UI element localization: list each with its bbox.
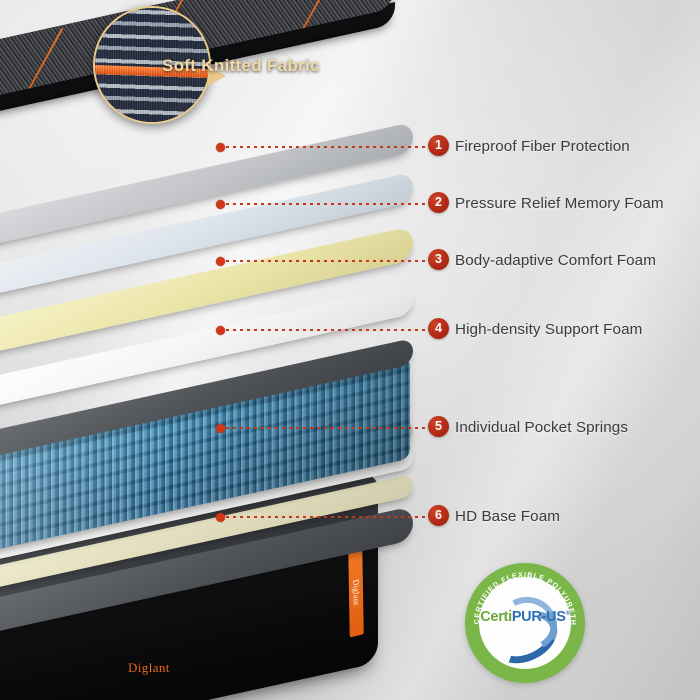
leader-dot-icon — [216, 199, 225, 209]
leader-dashes — [226, 146, 429, 148]
leader-line-6 — [216, 511, 430, 523]
layer-label-6: HD Base Foam — [455, 508, 561, 525]
layer-slab-3-body-adaptive-comfort-foam — [0, 225, 413, 361]
leader-dashes — [226, 329, 429, 331]
layer-badge-5[interactable]: 5 — [428, 416, 449, 437]
leader-dot-icon — [216, 256, 225, 266]
layer-label-5: Individual Pocket Springs — [455, 419, 629, 436]
layer-badge-1[interactable]: 1 — [428, 135, 449, 156]
soft-knitted-fabric-caption: Soft Knitted Fabric — [162, 56, 320, 75]
leader-dashes — [226, 427, 429, 429]
layer-slab-4-high-density-support-foam — [0, 283, 413, 415]
leader-dashes — [226, 516, 429, 518]
leader-dashes — [226, 260, 429, 262]
leader-dot-icon — [216, 142, 225, 152]
layer-slab-dark-gray-mid — [0, 337, 413, 465]
layer-badge-4[interactable]: 4 — [428, 318, 449, 339]
knit-fabric-texture — [95, 8, 209, 122]
layer-badge-2[interactable]: 2 — [428, 192, 449, 213]
layer-label-4: High-density Support Foam — [455, 321, 643, 338]
certipur-wordmark: CertiPUR-US® — [465, 609, 585, 625]
leader-line-3 — [216, 255, 430, 267]
layer-label-3: Body-adaptive Comfort Foam — [455, 252, 656, 269]
leader-dot-icon — [216, 325, 225, 335]
fabric-magnifier-icon — [93, 6, 211, 124]
layer-label-2: Pressure Relief Memory Foam — [455, 195, 664, 212]
leader-dot-icon — [216, 512, 225, 522]
certipur-us-badge: CONTAINS CERTIFIED FLEXIBLE POLYURETHANE… — [465, 563, 585, 683]
leader-line-2 — [216, 198, 430, 210]
certipur-word-pur-us: PUR-US — [511, 609, 566, 625]
leader-line-5 — [216, 422, 430, 434]
leader-line-4 — [216, 324, 430, 336]
certipur-inner-circle — [479, 577, 571, 669]
certipur-arc-text: CONTAINS CERTIFIED FLEXIBLE POLYURETHANE… — [465, 563, 576, 667]
leader-dot-icon — [216, 423, 225, 433]
certipur-registered-mark: ® — [565, 611, 570, 618]
magnifier-pointer-tail — [208, 66, 226, 86]
layer-badge-6[interactable]: 6 — [428, 505, 449, 526]
layer-badge-3[interactable]: 3 — [428, 249, 449, 270]
leader-dashes — [226, 203, 429, 205]
leader-line-1 — [216, 141, 430, 153]
brand-logo-front: Diglant — [128, 660, 170, 675]
layer-label-1: Fireproof Fiber Protection — [455, 138, 630, 155]
certipur-word-certi: Certi — [480, 609, 512, 625]
